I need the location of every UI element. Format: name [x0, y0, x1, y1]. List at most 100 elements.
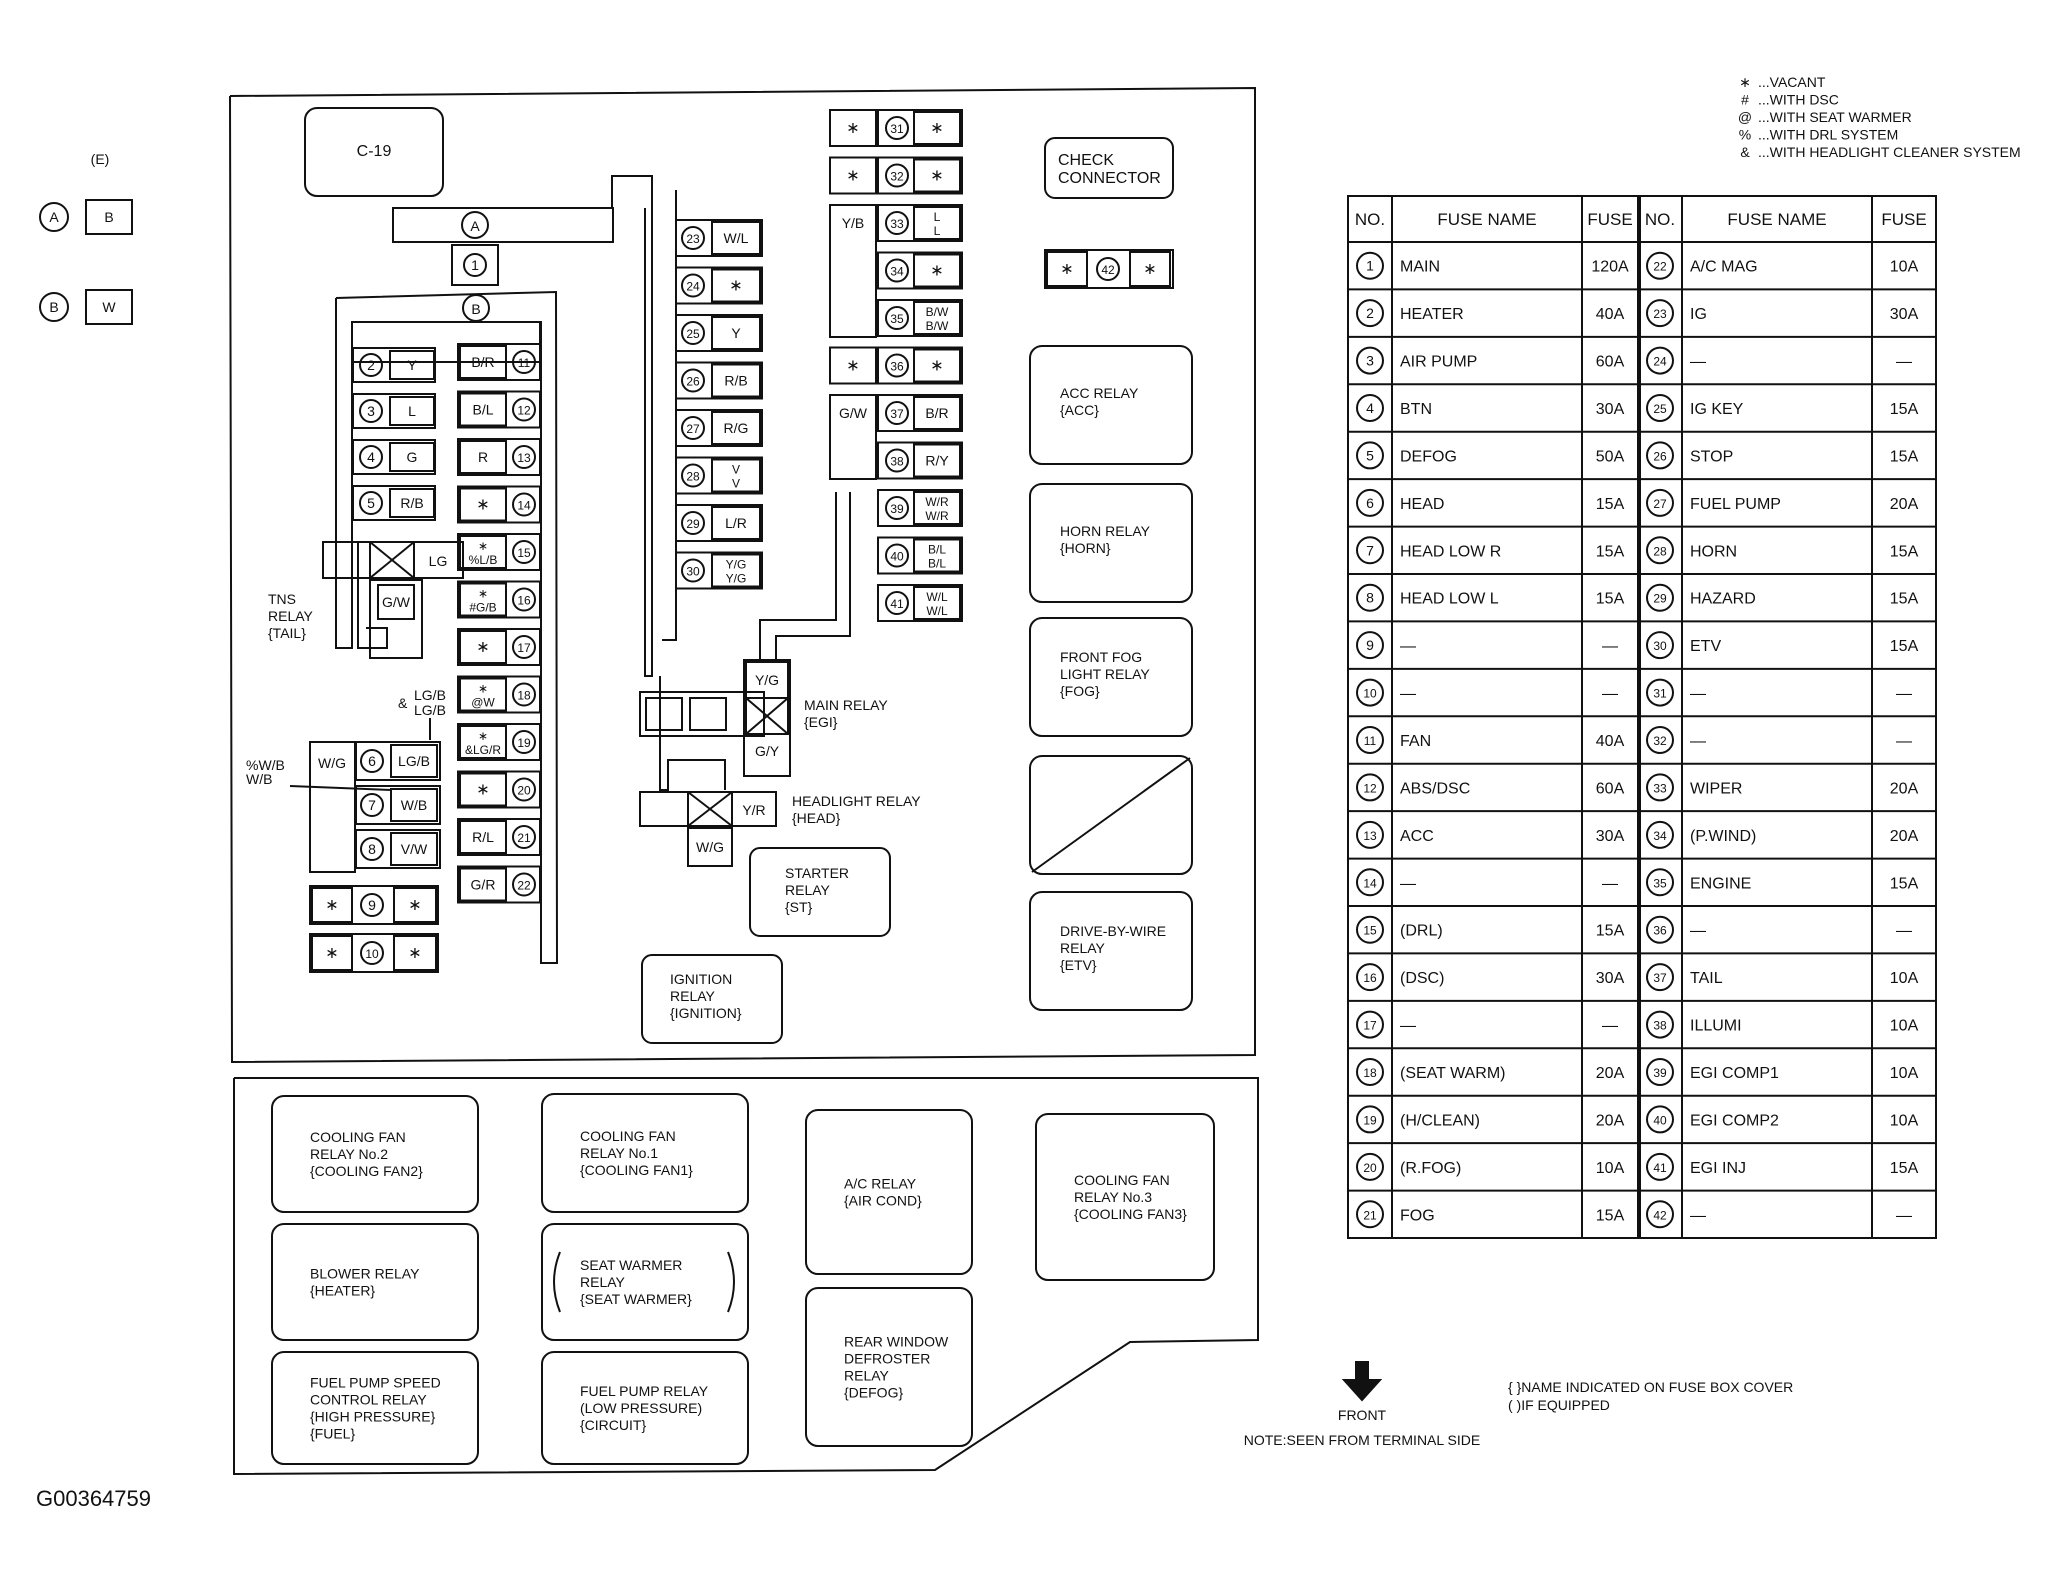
wire-cell	[711, 506, 761, 540]
check-connector-label: CONNECTOR	[1058, 170, 1161, 187]
parens-note: ( )IF EQUIPPED	[1508, 1397, 1610, 1413]
wire-color: R/L	[472, 829, 494, 845]
wb-leader	[289, 785, 393, 791]
table-fuse-amp: 30A	[1890, 306, 1919, 323]
lower-relay-label: {HEATER}	[310, 1283, 375, 1299]
tns-relay-label: {TAIL}	[268, 625, 306, 641]
wire-color: ∗	[408, 897, 421, 914]
lower-relay-label: DEFROSTER	[844, 1351, 930, 1367]
ignition-relay-label: RELAY	[670, 988, 716, 1004]
lower-relay-label: CONTROL RELAY	[310, 1392, 427, 1408]
main-relay-pin	[645, 697, 683, 731]
table-fuse-name: HORN	[1690, 543, 1737, 560]
table-header: NO.	[1355, 210, 1385, 229]
table-number: 39	[1653, 1066, 1667, 1080]
fuse-number: 28	[686, 470, 700, 484]
fuse-number-circle	[885, 448, 909, 473]
table-number: 6	[1366, 495, 1374, 511]
connector-a-label: A	[470, 218, 480, 234]
legend-symbol: @	[1738, 109, 1752, 125]
table-fuse-amp: 50A	[1596, 448, 1625, 465]
fuse-number-circle	[681, 226, 705, 250]
table-fuse-amp: 15A	[1596, 496, 1625, 513]
lower-relay-8	[805, 1287, 973, 1447]
blank-relay-slash	[1031, 757, 1191, 873]
wire-color: LG/B	[398, 753, 430, 769]
relay-right-2	[1029, 483, 1193, 603]
table-number: 21	[1363, 1208, 1377, 1222]
wire-cell	[459, 772, 507, 807]
table-fuse-name: ETV	[1690, 638, 1721, 655]
wire-color: ∗	[846, 120, 859, 137]
relay-wire	[775, 492, 851, 660]
table-number-circle	[1646, 963, 1674, 992]
wire-color: &LG/R	[465, 743, 501, 757]
fuse-number-circle	[360, 837, 384, 861]
table-number-circle	[1356, 251, 1384, 280]
tns-gw-cell	[377, 584, 415, 620]
check-connector-label: CHECK	[1058, 152, 1114, 169]
connector-circle-label: B	[49, 299, 58, 315]
fuse-number: 37	[890, 407, 904, 421]
fuse-9-cell	[309, 885, 439, 925]
headlight-relay-x-line	[687, 791, 733, 827]
fuse-number: 12	[517, 404, 531, 418]
table-fuse-name: (DRL)	[1400, 923, 1443, 940]
connector-b-label: B	[471, 301, 480, 317]
table-header: NO.	[1645, 210, 1675, 229]
fuse-15-cell	[457, 533, 541, 571]
table-number: 7	[1366, 542, 1374, 558]
table-fuse-amp: 15A	[1890, 1160, 1919, 1177]
tns-wire	[357, 542, 388, 649]
table-number-circle	[1356, 963, 1384, 992]
paren-right	[727, 1251, 735, 1313]
vacant-cell	[829, 346, 877, 385]
wg-label: W/G	[318, 755, 346, 771]
wire-color: V	[732, 477, 740, 491]
table-header: FUSE NAME	[1727, 210, 1826, 229]
table-number-circle	[1646, 1200, 1674, 1229]
table-fuse-amp: 10A	[1596, 1160, 1625, 1177]
relay-right-label: ACC RELAY	[1060, 385, 1139, 401]
fuse-13-cell	[457, 438, 541, 476]
table-number-circle	[1646, 820, 1674, 849]
lower-relay-label: COOLING FAN	[1074, 1172, 1170, 1188]
table-fuse-amp: 15A	[1890, 875, 1919, 892]
table-fuse-name: —	[1400, 875, 1416, 892]
connector-circle	[39, 202, 69, 232]
lower-relay-label: COOLING FAN	[580, 1128, 676, 1144]
ignition-relay-label: {IGNITION}	[670, 1005, 742, 1021]
table-number: 22	[1653, 260, 1667, 274]
vacant-cell	[1129, 251, 1171, 287]
lower-relay-label: BLOWER RELAY	[310, 1266, 420, 1282]
fuse-number: 1	[471, 257, 479, 273]
table-fuse-amp: 20A	[1890, 780, 1919, 797]
front-label: FRONT	[1338, 1407, 1387, 1423]
wire-color: L/R	[725, 515, 747, 531]
lower-relay-label: {COOLING FAN2}	[310, 1163, 423, 1179]
fuse-number: 5	[367, 495, 375, 511]
legend-text: ...WITH HEADLIGHT CLEANER SYSTEM	[1758, 144, 2021, 160]
table-fuse-amp: 30A	[1596, 401, 1625, 418]
table-fuse-amp: —	[1602, 1018, 1618, 1035]
wire-color: ∗	[846, 358, 859, 375]
fuse-number-circle	[512, 445, 536, 469]
fuse-number-circle	[360, 941, 384, 965]
table-number: 14	[1363, 876, 1377, 890]
fuse-number: 27	[686, 422, 700, 436]
table-fuse-amp: —	[1602, 686, 1618, 703]
fuse-number: 15	[517, 546, 531, 560]
table-number-circle	[1646, 631, 1674, 660]
table-number: 12	[1363, 781, 1377, 795]
table-fuse-name: —	[1400, 1018, 1416, 1035]
wire-color: ∗	[325, 945, 338, 962]
wire-color: Y	[731, 325, 741, 341]
table-fuse-name: ABS/DSC	[1400, 780, 1470, 797]
fuse-32-cell	[877, 156, 963, 195]
fuse-number: 10	[365, 947, 379, 961]
fuse-number: 41	[890, 597, 904, 611]
fuse-37-cell	[877, 394, 963, 432]
table-fuse-name: (H/CLEAN)	[1400, 1112, 1480, 1129]
